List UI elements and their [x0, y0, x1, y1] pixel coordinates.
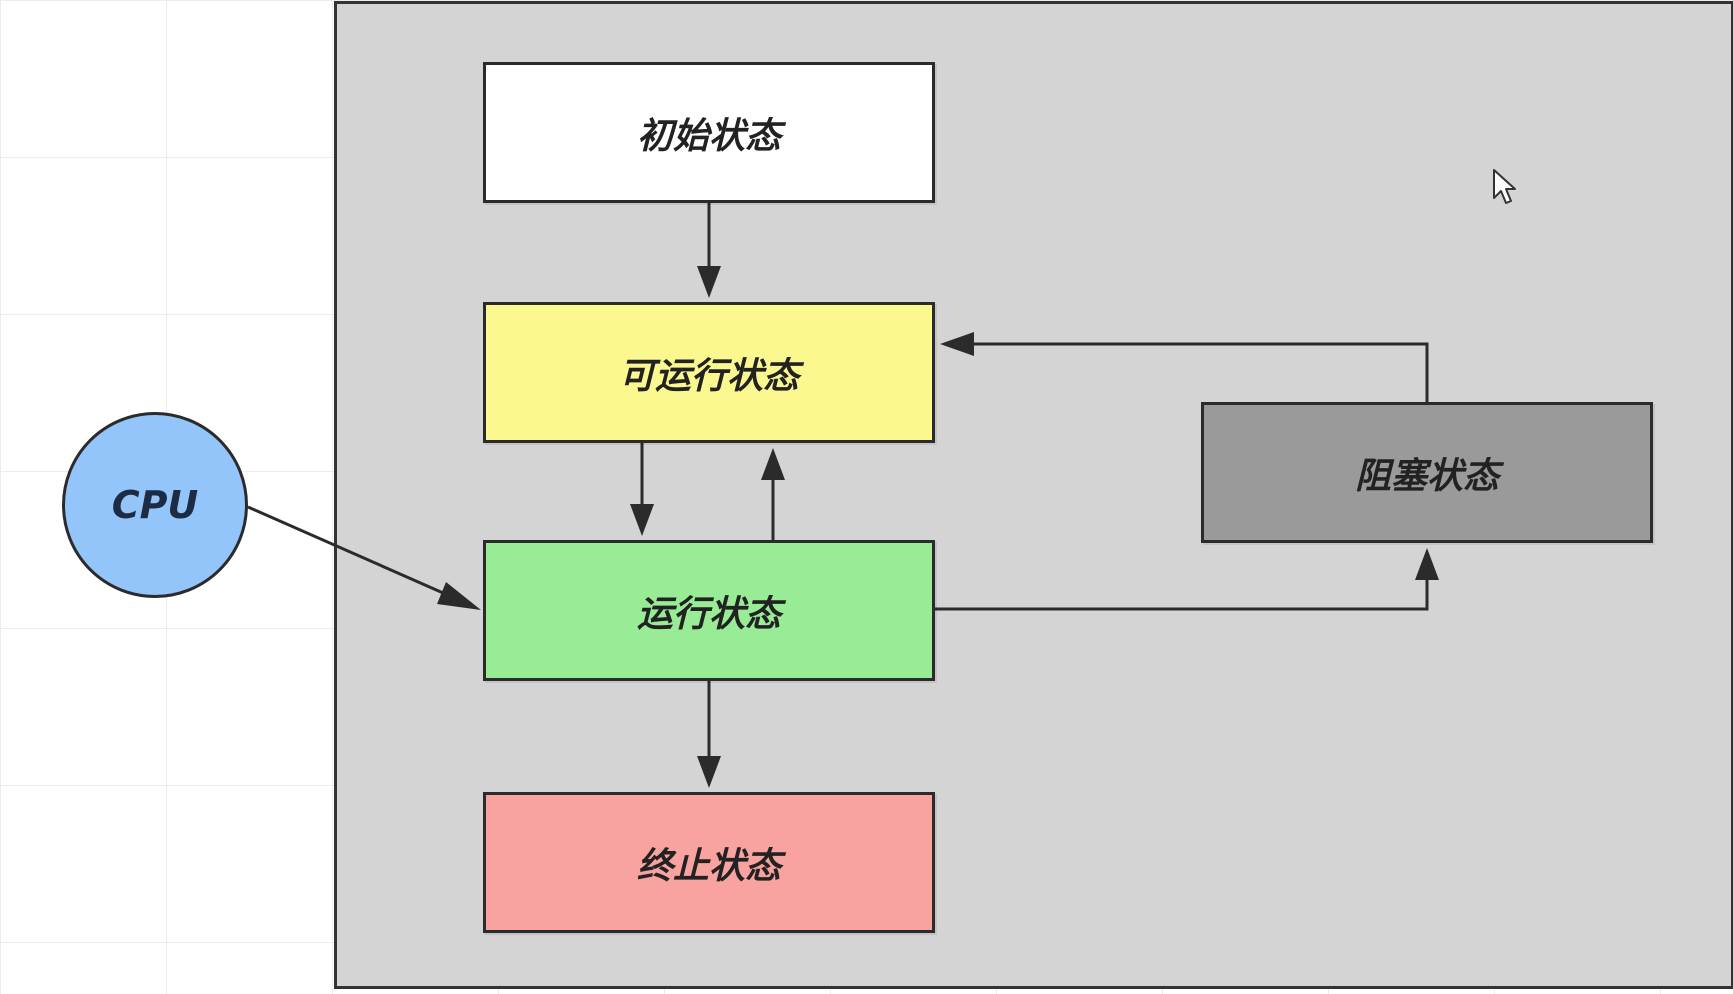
state-blocked: 阻塞状态	[1201, 402, 1653, 543]
mouse-cursor-icon	[1493, 169, 1516, 204]
cpu-label: CPU	[111, 483, 199, 527]
state-blocked-label: 阻塞状态	[1354, 455, 1499, 497]
state-runnable: 可运行状态	[483, 302, 935, 443]
state-initial-label: 初始状态	[636, 115, 781, 157]
state-terminated: 终止状态	[483, 792, 935, 933]
state-running: 运行状态	[483, 540, 935, 681]
state-runnable-label: 可运行状态	[618, 355, 799, 397]
state-initial: 初始状态	[483, 62, 935, 203]
state-terminated-label: 终止状态	[636, 845, 781, 887]
cpu-node: CPU	[62, 412, 248, 598]
state-running-label: 运行状态	[636, 593, 781, 635]
